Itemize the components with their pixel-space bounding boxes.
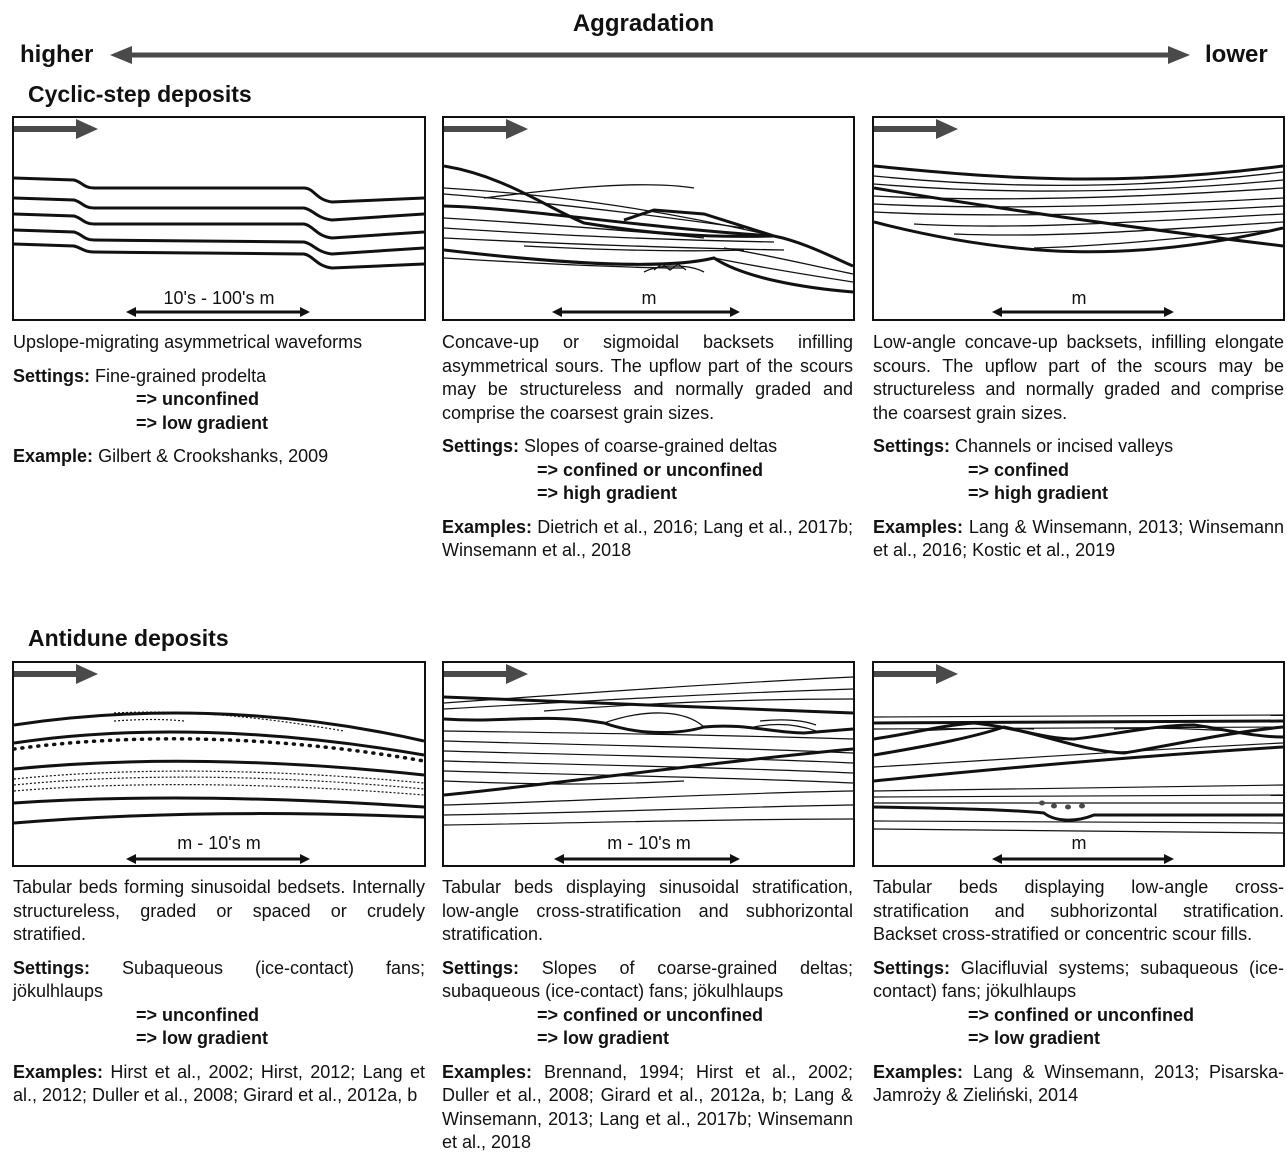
aggradation-lower-label: lower <box>1205 41 1268 69</box>
panel-text-cyclic-step-3: Low-angle concave-up backsets, infilling… <box>873 331 1284 563</box>
examples-label: Example: <box>13 446 93 466</box>
diagram-panel-antidune-2: m - 10's m <box>442 661 855 867</box>
diagram-panel-antidune-3: m <box>872 661 1285 867</box>
aggradation-title: Aggradation <box>0 10 1287 38</box>
implication-2: => low gradient <box>13 412 425 436</box>
examples-line: Examples: Brennand, 1994; Hirst et al., … <box>442 1061 853 1155</box>
panel-text-antidune-2: Tabular beds displaying sinusoidal strat… <box>442 876 853 1155</box>
examples-label: Examples: <box>13 1062 103 1082</box>
aggradation-double-arrow <box>110 42 1190 68</box>
implication-1: => confined or unconfined <box>873 1004 1284 1028</box>
examples-label: Examples: <box>442 1062 532 1082</box>
panel-text-antidune-3: Tabular beds displaying low-angle cross-… <box>873 876 1284 1108</box>
panel-text-cyclic-step-1: Upslope-migrating asymmetrical waveforms… <box>13 331 425 469</box>
settings-label: Settings: <box>13 366 90 386</box>
diagram-panel-cyclic-step-3: m <box>872 116 1285 321</box>
diagram-panel-antidune-1: m - 10's m <box>12 661 426 867</box>
description: Tabular beds displaying low-angle cross-… <box>873 876 1284 947</box>
settings-label: Settings: <box>873 958 950 978</box>
implication-2: => low gradient <box>442 1027 853 1051</box>
examples-line: Examples: Lang & Winsemann, 2013; Winsem… <box>873 516 1284 563</box>
examples-text: Gilbert & Crookshanks, 2009 <box>98 446 328 466</box>
description: Tabular beds displaying sinusoidal strat… <box>442 876 853 947</box>
settings-text: Channels or incised valleys <box>955 436 1173 456</box>
panel-text-antidune-1: Tabular beds forming sinusoidal bedsets.… <box>13 876 425 1108</box>
examples-label: Examples: <box>873 517 963 537</box>
settings-line: Settings: Slopes of coarse-grained delta… <box>442 957 853 1004</box>
description: Upslope-migrating asymmetrical waveforms <box>13 331 425 355</box>
scale-bar <box>992 306 1174 318</box>
settings-line: Settings: Subaqueous (ice-contact) fans;… <box>13 957 425 1004</box>
scale-label: m <box>984 833 1174 854</box>
scale-bar <box>552 306 740 318</box>
scale-label: m - 10's m <box>129 833 309 854</box>
settings-label: Settings: <box>873 436 950 456</box>
aggradation-higher-label: higher <box>20 41 93 69</box>
settings-line: Settings: Fine-grained prodelta <box>13 365 425 389</box>
settings-line: Settings: Channels or incised valleys <box>873 435 1284 459</box>
description: Concave-up or sigmoidal backsets infilli… <box>442 331 853 425</box>
panel-text-cyclic-step-2: Concave-up or sigmoidal backsets infilli… <box>442 331 853 563</box>
scale-bar <box>126 853 310 865</box>
scale-bar <box>992 853 1174 865</box>
section-title-antidune: Antidune deposits <box>28 625 229 652</box>
implication-1: => unconfined <box>13 388 425 412</box>
examples-line: Examples: Hirst et al., 2002; Hirst, 201… <box>13 1061 425 1108</box>
diagram-panel-cyclic-step-1: 10's - 100's m <box>12 116 426 321</box>
scale-bar <box>126 306 310 318</box>
settings-text: Slopes of coarse-grained deltas <box>524 436 777 456</box>
description: Tabular beds forming sinusoidal bedsets.… <box>13 876 425 947</box>
examples-label: Examples: <box>873 1062 963 1082</box>
section-title-cyclic-step: Cyclic-step deposits <box>28 81 252 108</box>
examples-label: Examples: <box>442 517 532 537</box>
settings-text: Fine-grained prodelta <box>95 366 266 386</box>
implication-1: => unconfined <box>13 1004 425 1028</box>
description: Low-angle concave-up backsets, infilling… <box>873 331 1284 425</box>
implication-2: => low gradient <box>873 1027 1284 1051</box>
settings-line: Settings: Slopes of coarse-grained delta… <box>442 435 853 459</box>
scale-label: m - 10's m <box>554 833 744 854</box>
implication-1: => confined <box>873 459 1284 483</box>
settings-label: Settings: <box>442 958 519 978</box>
examples-line: Examples: Dietrich et al., 2016; Lang et… <box>442 516 853 563</box>
settings-line: Settings: Glacifluvial systems; subaqueo… <box>873 957 1284 1004</box>
implication-2: => high gradient <box>442 482 853 506</box>
examples-line: Example: Gilbert & Crookshanks, 2009 <box>13 445 425 469</box>
implication-1: => confined or unconfined <box>442 1004 853 1028</box>
implication-1: => confined or unconfined <box>442 459 853 483</box>
scale-bar <box>554 853 740 865</box>
settings-label: Settings: <box>13 958 90 978</box>
examples-line: Examples: Lang & Winsemann, 2013; Pisars… <box>873 1061 1284 1108</box>
implication-2: => high gradient <box>873 482 1284 506</box>
settings-label: Settings: <box>442 436 519 456</box>
implication-2: => low gradient <box>13 1027 425 1051</box>
diagram-panel-cyclic-step-2: m <box>442 116 855 321</box>
